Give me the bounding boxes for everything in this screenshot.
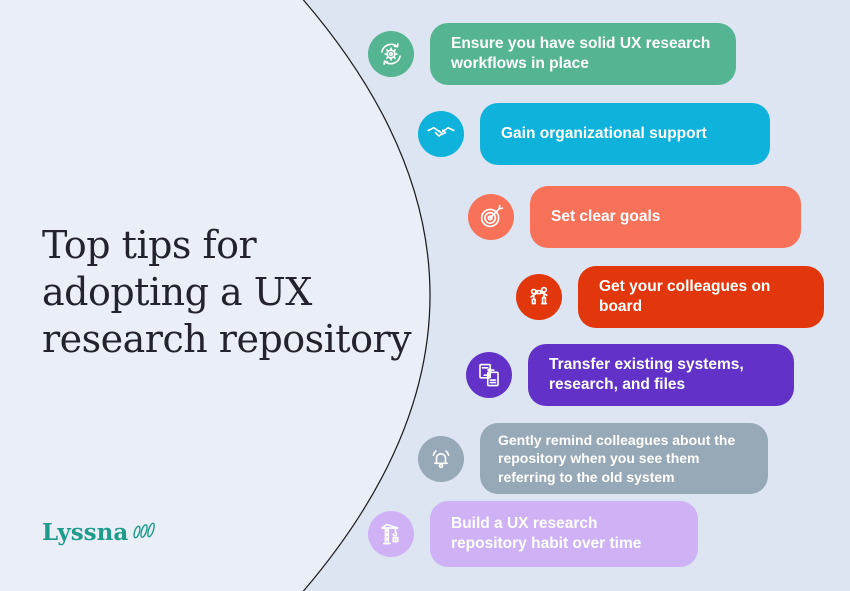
logo-text: Lyssna xyxy=(42,519,129,546)
tip-pill: Gain organizational support xyxy=(480,103,770,165)
tip-row-remind: Gently remind colleagues about the repos… xyxy=(418,423,768,495)
tip-pill: Get your colleagues on board xyxy=(578,266,824,328)
title-line: adopting a UX xyxy=(42,270,312,314)
target-dart-icon xyxy=(468,194,514,240)
tip-row-goals: Set clear goals xyxy=(468,186,801,248)
workflow-gear-icon xyxy=(368,31,414,77)
logo-squiggle-icon xyxy=(133,522,156,538)
tip-label: Transfer existing systems, research, and… xyxy=(549,355,744,393)
title-line: research repository xyxy=(42,317,412,361)
tip-label: Set clear goals xyxy=(551,207,661,225)
tip-pill: Build a UX research repository habit ove… xyxy=(430,501,698,567)
tip-row-habit: Build a UX research repository habit ove… xyxy=(368,501,698,567)
tip-pill: Set clear goals xyxy=(530,186,801,248)
tip-pill: Transfer existing systems, research, and… xyxy=(528,344,794,406)
tip-pill: Gently remind colleagues about the repos… xyxy=(480,423,768,495)
tip-label: Ensure you have solid UX research workfl… xyxy=(451,34,711,72)
tip-label: Build a UX research repository habit ove… xyxy=(451,514,642,552)
colleagues-icon xyxy=(516,274,562,320)
tip-pill: Ensure you have solid UX research workfl… xyxy=(430,23,736,85)
bell-icon xyxy=(418,435,464,482)
title-line: Top tips for xyxy=(42,223,257,267)
tip-row-colleagues: Get your colleagues on board xyxy=(516,266,824,328)
tip-row-transfer: Transfer existing systems, research, and… xyxy=(466,344,794,406)
tip-label: Gain organizational support xyxy=(501,124,707,142)
tip-label: Gently remind colleagues about the repos… xyxy=(498,432,736,485)
tip-row-workflows: Ensure you have solid UX research workfl… xyxy=(368,23,736,85)
curve-line xyxy=(302,0,431,591)
tip-label: Get your colleagues on board xyxy=(599,277,771,315)
handshake-icon xyxy=(418,111,464,157)
crane-icon xyxy=(368,511,414,557)
tip-row-support: Gain organizational support xyxy=(418,103,770,165)
lyssna-logo: Lyssna xyxy=(42,519,160,546)
transfer-files-icon xyxy=(466,352,512,398)
page-title: Top tips for adopting a UX research repo… xyxy=(42,222,412,363)
